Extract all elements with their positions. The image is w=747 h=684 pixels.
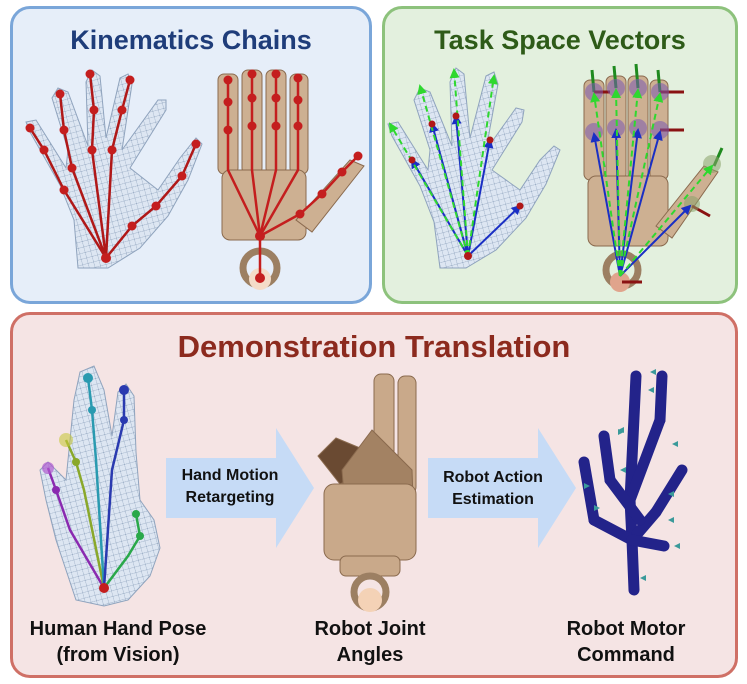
- caption-robot-motor-command-line1: Robot Motor: [566, 618, 686, 640]
- caption-robot-joint-angles: Robot Joint Angles: [290, 616, 450, 668]
- arrow-label-retargeting-line1: Hand Motion: [181, 467, 279, 484]
- caption-human-hand-pose-line2: (from Vision): [56, 644, 180, 666]
- demonstration-title: Demonstration Translation: [177, 329, 571, 364]
- human-task-vectors: [388, 68, 524, 260]
- arrow-label-estimation: Robot Action Estimation: [428, 467, 558, 511]
- human-hand-mesh-task: [387, 67, 561, 269]
- human-joint-markers: [25, 69, 201, 263]
- human-hand-pose-skeleton: [46, 377, 142, 589]
- caption-robot-joint-angles-line1: Robot Joint: [314, 618, 426, 640]
- caption-robot-motor-command-line2: Command: [577, 644, 675, 666]
- kinematics-title: Kinematics Chains: [70, 25, 312, 55]
- task-space-panel: Task Space Vectors: [382, 6, 738, 304]
- human-hand-pose-joints: [42, 373, 144, 593]
- arrow-label-estimation-line2: Estimation: [452, 491, 534, 508]
- task-space-title: Task Space Vectors: [434, 25, 686, 55]
- flow-arrow-estimation: [428, 428, 576, 548]
- robot-motor-command-model: [578, 370, 688, 596]
- motor-markers: [584, 369, 680, 581]
- arrow-label-estimation-line1: Robot Action: [443, 469, 543, 486]
- robot-joint-markers: [223, 69, 363, 283]
- robot-task-vectors: [590, 88, 714, 277]
- arrow-label-retargeting-line2: Retargeting: [185, 489, 275, 506]
- robot-joint-angles-hand: [317, 373, 417, 612]
- caption-human-hand-pose: Human Hand Pose (from Vision): [20, 616, 216, 668]
- arrow-label-retargeting: Hand Motion Retargeting: [168, 465, 292, 509]
- flow-arrow-retargeting: [166, 428, 314, 548]
- caption-robot-joint-angles-line2: Angles: [336, 644, 404, 666]
- caption-human-hand-pose-line1: Human Hand Pose: [29, 618, 207, 640]
- caption-robot-motor-command: Robot Motor Command: [536, 616, 716, 668]
